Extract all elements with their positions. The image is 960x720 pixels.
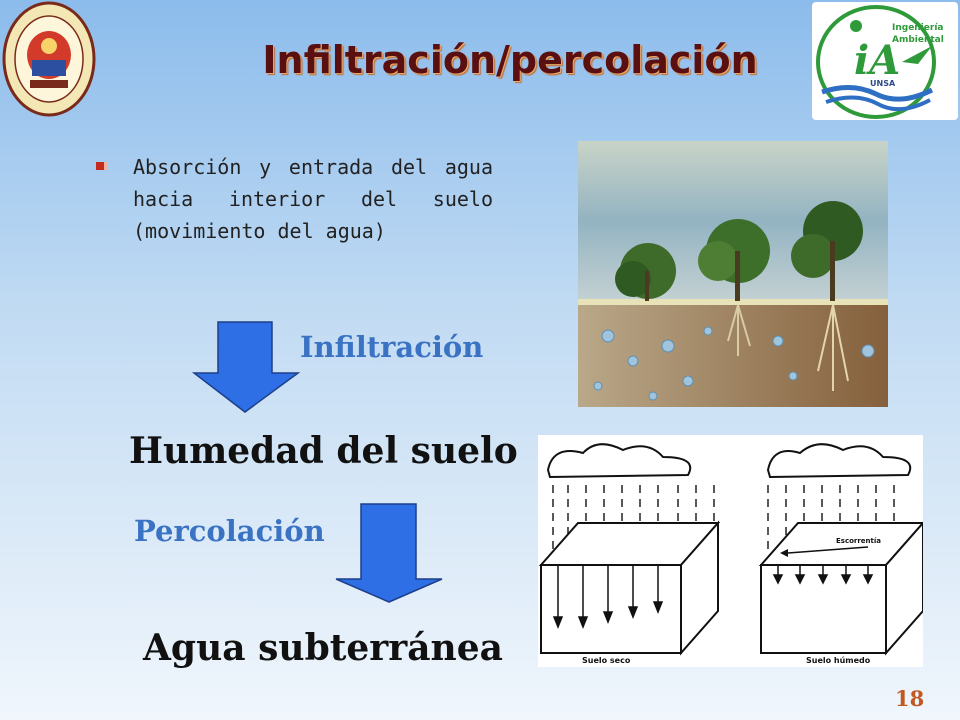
arrow-down-icon [335, 503, 443, 603]
arrow-down-icon [192, 321, 300, 413]
svg-text:iA: iA [854, 37, 900, 84]
agua-subterranea-label: Agua subterránea [143, 627, 503, 669]
svg-text:UNSA: UNSA [870, 79, 896, 88]
suelo-humedo-caption: Suelo húmedo [806, 656, 871, 665]
svg-text:Ingeniería: Ingeniería [892, 23, 944, 33]
university-seal-logo [2, 1, 96, 117]
humedad-label: Humedad del suelo [129, 430, 518, 472]
percolacion-label: Percolación [134, 514, 325, 548]
soil-infiltration-photo [578, 141, 888, 407]
suelo-seco-caption: Suelo seco [582, 656, 631, 665]
dry-wet-soil-diagram: Suelo seco Escorrentía Suelo húmedo [538, 435, 923, 667]
svg-text:Ambiental: Ambiental [892, 35, 944, 45]
escorrentia-label: Escorrentía [836, 537, 881, 545]
ingenieria-ambiental-logo: iA Ingeniería Ambiental UNSA [812, 2, 958, 120]
bullet-marker [96, 162, 107, 170]
infiltracion-label: Infiltración [300, 330, 484, 364]
bullet-text: Absorción y entrada del agua hacia inter… [133, 155, 493, 243]
slide-title: Infiltración/percolación [262, 38, 758, 82]
page-number: 18 [895, 686, 925, 711]
